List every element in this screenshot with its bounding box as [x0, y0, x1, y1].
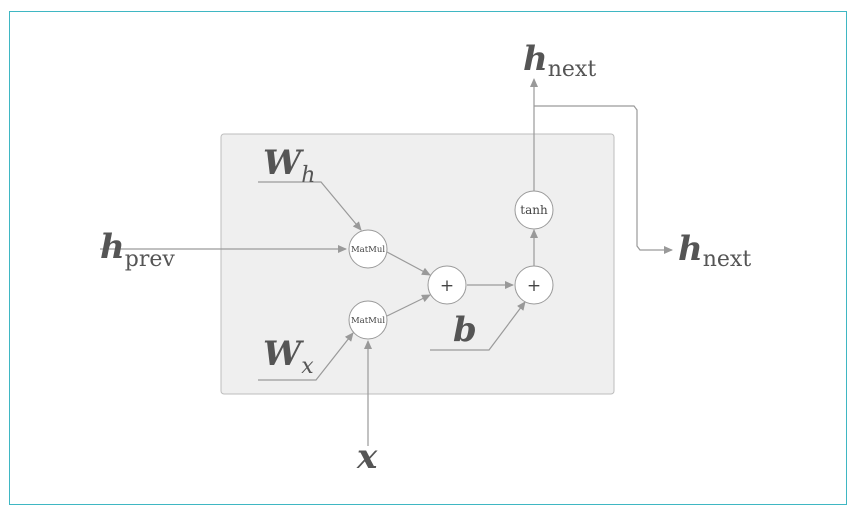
matmul-h-node: MatMul: [348, 229, 388, 269]
add-2-label: +: [527, 276, 541, 296]
tanh-label: tanh: [520, 203, 548, 217]
matmul-x-node: MatMul: [348, 300, 388, 340]
x-label: x: [356, 437, 378, 477]
h-next-top-label: hnext: [523, 39, 596, 82]
w-h-label: Wh: [263, 143, 315, 188]
h-next-right-label: hnext: [678, 229, 751, 272]
figure-frame: [9, 11, 847, 505]
add-node-2: +: [514, 265, 554, 305]
edge-wh-matmul: [258, 181, 362, 231]
edge-tanh-hnext-right: [534, 105, 673, 254]
h-prev-label: hprev: [100, 227, 175, 272]
add-node-1: +: [427, 265, 467, 305]
rnn-cell-box: [220, 133, 615, 395]
edge-matmul-x-add: [386, 294, 431, 317]
tanh-node: tanh: [514, 190, 554, 230]
edge-matmul-h-add: [386, 251, 431, 276]
w-x-label: Wx: [263, 334, 314, 379]
add-1-label: +: [440, 276, 454, 296]
matmul-x-label: MatMul: [351, 316, 385, 326]
b-label: b: [453, 310, 477, 350]
matmul-h-label: MatMul: [351, 245, 385, 255]
edge-b-add2: [430, 301, 526, 351]
edge-wx-matmul: [258, 332, 354, 381]
